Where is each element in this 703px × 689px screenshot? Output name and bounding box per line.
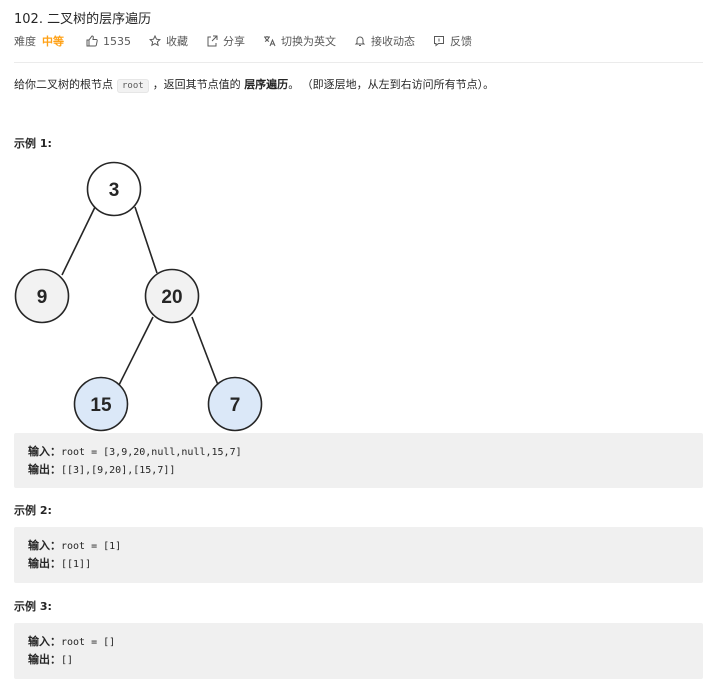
input-value: root = [1] <box>61 541 122 552</box>
share-icon <box>207 35 218 47</box>
output-label: 输出： <box>28 557 61 570</box>
like-button[interactable]: 1535 <box>86 35 131 48</box>
tree-node-label: 15 <box>90 395 112 416</box>
input-label: 输入： <box>28 445 61 458</box>
like-count: 1535 <box>103 34 131 48</box>
description-note: （即逐层地，从左到右访问所有节点）。 <box>307 78 495 91</box>
tree-node: 9 <box>14 268 70 324</box>
input-label: 输入： <box>28 635 61 648</box>
example-2-title: 示例 2: <box>14 504 52 517</box>
example-3-title: 示例 3: <box>14 600 52 613</box>
tree-node: 3 <box>86 161 142 217</box>
tree-edge <box>118 316 154 386</box>
difficulty-badge: 中等 <box>42 35 64 48</box>
output-value: [[3],[9,20],[15,7]] <box>61 465 176 476</box>
translate-icon <box>264 36 276 47</box>
example-1-title: 示例 1: <box>14 137 52 150</box>
share-button[interactable]: 分享 <box>206 33 245 49</box>
tree-node: 15 <box>73 376 129 432</box>
favorite-label: 收藏 <box>166 35 188 48</box>
description-bold: 层序遍历 <box>244 78 289 91</box>
input-label: 输入： <box>28 539 61 552</box>
output-value: [[1]] <box>61 559 92 570</box>
feedback-icon <box>434 36 444 47</box>
input-value: root = [] <box>61 637 116 648</box>
follow-label: 接收动态 <box>371 35 415 48</box>
description-text-1: 给你二叉树的根节点 <box>14 78 113 91</box>
tree-node: 7 <box>207 376 263 432</box>
tree-node-label: 20 <box>161 287 182 308</box>
inline-code-root: root <box>117 79 149 93</box>
feedback-button[interactable]: 反馈 <box>433 33 472 49</box>
tree-edge <box>134 206 158 274</box>
switch-language-label: 切换为英文 <box>281 35 336 48</box>
feedback-label: 反馈 <box>450 35 472 48</box>
thumbs-up-icon <box>86 35 98 47</box>
example-2-codeblock: 输入：root = [1] 输出：[[1]] <box>14 527 703 583</box>
output-value: [] <box>61 655 74 666</box>
difficulty-label: 难度 <box>14 35 36 48</box>
input-value: root = [3,9,20,null,null,15,7] <box>61 447 242 458</box>
example-1-codeblock: 输入：root = [3,9,20,null,null,15,7] 输出：[[3… <box>14 433 703 488</box>
tree-node: 20 <box>144 268 200 324</box>
tree-edge <box>191 316 219 386</box>
tree-node-label: 3 <box>109 180 120 201</box>
example-3-codeblock: 输入：root = [] 输出：[] <box>14 623 703 679</box>
description-text-3: 。 <box>288 78 300 91</box>
switch-language-button[interactable]: 切换为英文 <box>263 33 336 49</box>
tree-edge <box>61 204 97 276</box>
binary-tree-diagram: 3 9 20 15 7 <box>14 161 263 432</box>
problem-meta-bar: 难度 中等 1535 收藏 分享 切换为英文 <box>14 33 490 49</box>
output-label: 输出： <box>28 463 61 476</box>
tree-node-label: 9 <box>37 287 48 308</box>
favorite-button[interactable]: 收藏 <box>149 33 188 49</box>
bell-icon <box>354 36 366 46</box>
description-text-2: ，返回其节点值的 <box>152 78 241 91</box>
problem-title: 102. 二叉树的层序遍历 <box>14 12 152 27</box>
share-label: 分享 <box>223 35 245 48</box>
follow-button[interactable]: 接收动态 <box>354 33 415 49</box>
star-icon <box>149 35 161 47</box>
problem-description: 给你二叉树的根节点 root，返回其节点值的 层序遍历。 （即逐层地，从左到右访问所… <box>14 76 495 93</box>
header-divider <box>14 62 703 63</box>
tree-node-label: 7 <box>230 395 241 416</box>
output-label: 输出： <box>28 653 61 666</box>
